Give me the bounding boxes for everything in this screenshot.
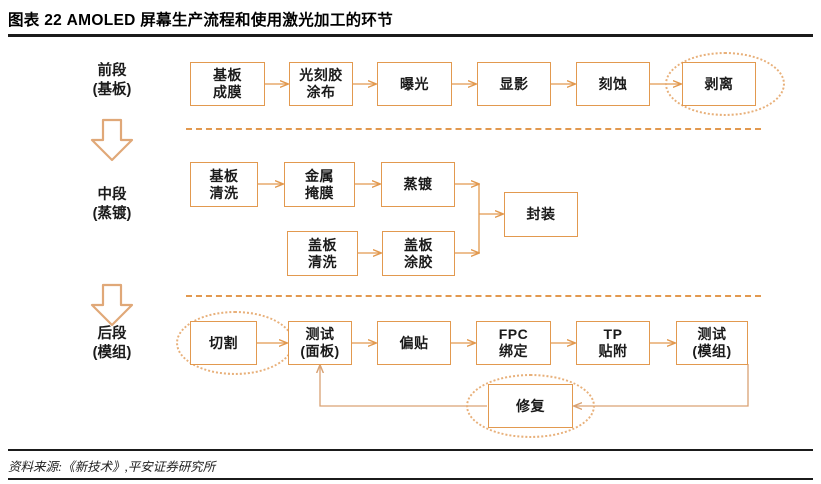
node-label-line1: 金属	[305, 167, 334, 184]
stage-back-line1: 后段	[97, 326, 127, 342]
node-label-line2: (面板)	[300, 343, 340, 359]
node-label-line1: TP	[603, 326, 623, 342]
node-label-line1: 刻蚀	[598, 75, 628, 92]
node-label-line1: 曝光	[400, 75, 429, 92]
process-node-fpc-bangding[interactable]: FPC 绑定	[476, 321, 551, 365]
node-label-line1: 显影	[499, 75, 529, 92]
process-node-zhengdu[interactable]: 蒸镀	[381, 162, 455, 207]
stage-back-line2: (模组)	[92, 345, 132, 361]
node-label-line1: FPC	[498, 326, 529, 342]
down-arrow-icon-front-to-middle	[89, 118, 135, 162]
node-label-line2: 清洗	[308, 253, 337, 270]
process-node-gaiban-tujiao[interactable]: 盖板 涂胶	[382, 231, 455, 276]
node-label-line1: 盖板	[404, 236, 433, 253]
node-label-line2: 成膜	[213, 84, 242, 100]
node-label-line2: 涂布	[306, 84, 336, 100]
node-label-line1: 测试	[697, 326, 727, 342]
process-node-fengzhuang[interactable]: 封装	[504, 192, 578, 237]
process-node-xiufu[interactable]: 修复	[488, 384, 573, 428]
process-node-ceshi-mianban[interactable]: 测试 (面板)	[288, 321, 352, 365]
node-label-line2: 清洗	[209, 184, 239, 201]
node-label-line1: 蒸镀	[403, 176, 433, 192]
process-node-tp-tiefu[interactable]: TP 贴附	[576, 321, 650, 365]
header-divider	[8, 34, 813, 37]
node-label-line2: 绑定	[499, 343, 528, 359]
node-label-line2: 掩膜	[305, 184, 334, 201]
section-separator-middle-back	[186, 295, 761, 297]
process-node-ceshi-mozu[interactable]: 测试 (模组)	[676, 321, 748, 365]
node-label-line1: 光刻胶	[299, 67, 343, 83]
footer-divider-top	[8, 449, 813, 451]
process-node-xianying[interactable]: 显影	[477, 62, 551, 106]
node-label-line1: 测试	[305, 326, 335, 342]
section-separator-front-middle	[186, 128, 761, 130]
node-label-line1: 基板	[213, 67, 242, 83]
source-note: 资料来源:《新技术》,平安证券研究所	[8, 460, 216, 474]
node-label-line1: 切割	[209, 334, 238, 351]
process-node-keshi[interactable]: 刻蚀	[576, 62, 650, 106]
stage-middle-line1: 中段	[97, 187, 127, 203]
process-node-qiege[interactable]: 切割	[190, 321, 257, 365]
laser-highlight-ellipse-boli	[665, 52, 785, 116]
stage-middle-line2: (蒸镀)	[92, 206, 132, 222]
process-node-gaiban-qingxi[interactable]: 盖板 清洗	[287, 231, 358, 276]
laser-highlight-ellipse-xiufu	[466, 374, 595, 438]
node-label-line1: 修复	[516, 397, 545, 414]
process-node-boli[interactable]: 剥离	[682, 62, 756, 106]
footer-divider-bottom	[8, 478, 813, 480]
page-title: 图表 22 AMOLED 屏幕生产流程和使用激光加工的环节	[8, 12, 394, 29]
stage-label-middle: 中段 (蒸镀)	[72, 186, 152, 224]
node-label-line1: 封装	[526, 206, 556, 222]
node-label-line1: 剥离	[704, 75, 734, 92]
figure-header: 图表 22 AMOLED 屏幕生产流程和使用激光加工的环节	[8, 6, 813, 37]
process-node-jiban-qingxi[interactable]: 基板 清洗	[190, 162, 258, 207]
node-label-line2: 涂胶	[404, 253, 433, 270]
node-label-line2: (模组)	[692, 343, 732, 359]
node-label-line1: 基板	[209, 167, 239, 184]
stage-label-back: 后段 (模组)	[72, 325, 152, 363]
node-label-line2: 贴附	[598, 343, 628, 359]
process-node-jiban-chengmo[interactable]: 基板 成膜	[190, 62, 265, 106]
stage-front-line1: 前段	[97, 63, 127, 79]
stage-front-line2: (基板)	[92, 82, 132, 98]
down-arrow-icon-middle-to-back	[89, 283, 135, 327]
process-node-piantie[interactable]: 偏贴	[377, 321, 451, 365]
node-label-line1: 盖板	[308, 236, 337, 253]
process-node-baoguang[interactable]: 曝光	[377, 62, 452, 106]
node-label-line1: 偏贴	[399, 334, 429, 351]
stage-label-front: 前段 (基板)	[72, 62, 152, 100]
process-node-jinshu-yanmo[interactable]: 金属 掩膜	[284, 162, 355, 207]
process-node-guangkejiao-tubu[interactable]: 光刻胶 涂布	[289, 62, 353, 106]
